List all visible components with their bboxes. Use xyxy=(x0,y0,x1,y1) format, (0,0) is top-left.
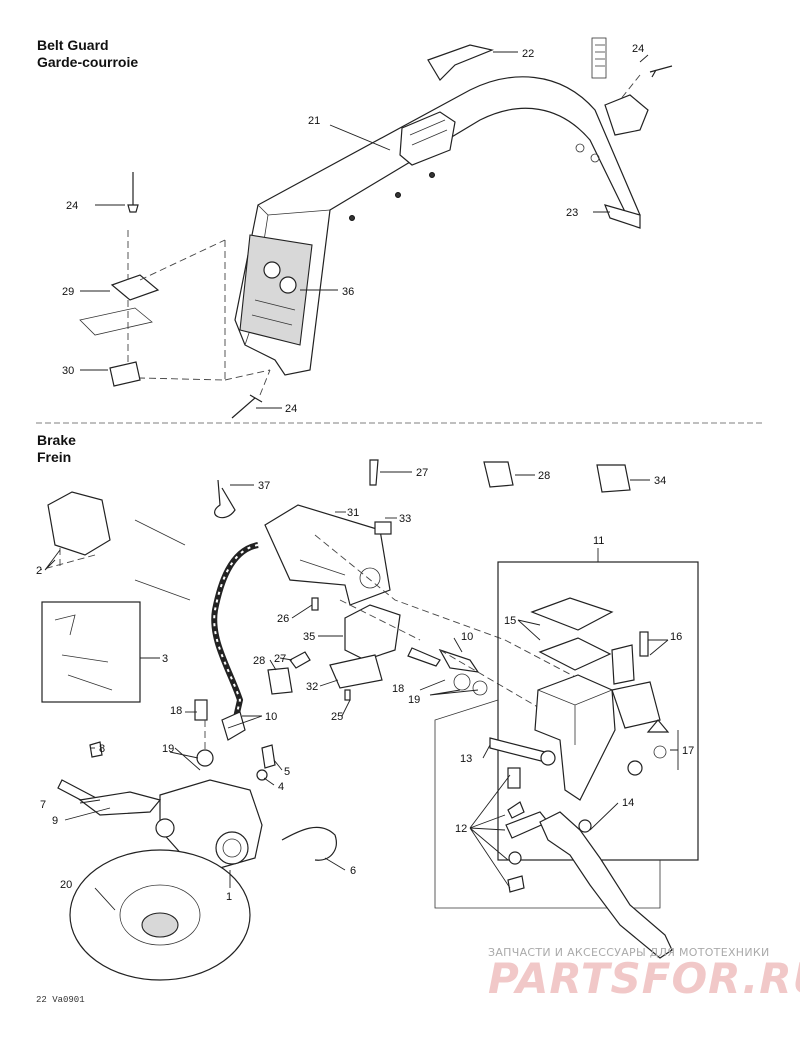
callout-3: 3 xyxy=(162,653,168,665)
callout-15: 15 xyxy=(504,615,516,627)
callout-7: 7 xyxy=(40,799,46,811)
title-brake-fr: Frein xyxy=(37,449,72,465)
housing-31 xyxy=(264,504,391,606)
callout-34: 34 xyxy=(654,475,666,487)
bracket-top-right xyxy=(604,94,649,136)
brake-hose xyxy=(211,542,259,736)
brake-assembly xyxy=(39,459,699,981)
callout-5: 5 xyxy=(284,766,290,778)
title-brake-en: Brake xyxy=(37,432,76,448)
nut-14 xyxy=(578,819,592,833)
bracket-2 xyxy=(47,491,111,556)
callout-18-top: 18 xyxy=(392,683,404,695)
cable-tie-37 xyxy=(214,479,236,519)
section-title-belt-guard: Belt Guard Garde-courroie xyxy=(37,37,138,71)
callout-leaders xyxy=(44,51,679,911)
callout-11: 11 xyxy=(593,535,604,547)
callout-4: 4 xyxy=(278,781,284,793)
callout-24-top: 24 xyxy=(632,43,644,55)
washer-19-top xyxy=(453,673,471,691)
belt-guard-assembly xyxy=(79,37,673,419)
clip-27-left xyxy=(289,651,311,669)
bracket-29 xyxy=(110,274,160,301)
connector-28-left xyxy=(267,667,293,695)
callout-28-left: 28 xyxy=(253,655,265,667)
figure-code: 22 Va0901 xyxy=(36,995,85,1005)
bracket-9 xyxy=(78,791,162,816)
callout-31: 31 xyxy=(347,507,359,519)
bracket-32 xyxy=(329,654,383,689)
callout-23: 23 xyxy=(566,207,578,219)
rivet-24-top xyxy=(649,65,673,78)
callout-19-top: 19 xyxy=(408,694,420,706)
callout-17: 17 xyxy=(682,745,694,757)
bleeder-5 xyxy=(261,744,276,769)
watermark-tagline: ЗАПЧАСТИ И АКСЕССУАРЫ ДЛЯ МОТОТЕХНИКИ xyxy=(488,946,770,959)
connector-28-top xyxy=(483,461,514,488)
decal-33 xyxy=(374,521,392,535)
reservoir-cover-15 xyxy=(530,597,614,631)
kit-box-3 xyxy=(41,601,141,703)
banjo-fitting-10 xyxy=(438,648,480,673)
callout-21: 21 xyxy=(308,115,320,127)
bracket-23 xyxy=(604,204,641,229)
callout-24-left: 24 xyxy=(66,200,78,212)
callout-18-lower: 18 xyxy=(170,705,182,717)
callout-22: 22 xyxy=(522,48,534,60)
cap-4 xyxy=(256,769,268,781)
switch-35 xyxy=(344,604,401,661)
callout-20: 20 xyxy=(60,879,72,891)
callout-6: 6 xyxy=(350,865,356,877)
callout-1: 1 xyxy=(226,891,232,903)
callout-27-top: 27 xyxy=(416,467,428,479)
callout-19-lower: 19 xyxy=(162,743,174,755)
plate-30 xyxy=(109,361,141,387)
decal-22 xyxy=(427,44,494,81)
clamp-16 xyxy=(611,681,661,729)
rivet-24-bottom xyxy=(231,394,263,419)
callout-10-lower: 10 xyxy=(265,711,277,723)
screw-25 xyxy=(344,689,351,701)
callout-25: 25 xyxy=(331,711,343,723)
callout-35: 35 xyxy=(303,631,315,643)
callout-labels: 22 24 21 24 23 29 36 30 24 37 27 28 34 2… xyxy=(36,43,694,903)
callout-30: 30 xyxy=(62,365,74,377)
nut-8 xyxy=(89,741,103,758)
callout-36: 36 xyxy=(342,286,354,298)
title-belt-guard-en: Belt Guard xyxy=(37,37,109,53)
callout-24-bottom: 24 xyxy=(285,403,297,415)
callout-29: 29 xyxy=(62,286,74,298)
callout-32: 32 xyxy=(306,681,318,693)
brake-lever xyxy=(539,811,673,959)
callout-12: 12 xyxy=(455,823,467,835)
callout-2: 2 xyxy=(36,565,42,577)
bolt-18-lower xyxy=(194,699,208,721)
connector-34 xyxy=(596,464,631,493)
wire-clip-6 xyxy=(281,826,337,861)
section-title-brake: Brake Frein xyxy=(37,432,76,466)
callout-8: 8 xyxy=(99,743,105,755)
callout-9: 9 xyxy=(52,815,58,827)
title-belt-guard-fr: Garde-courroie xyxy=(37,54,139,70)
ring-17 xyxy=(627,760,643,776)
callout-10-top: 10 xyxy=(461,631,473,643)
rivet-24-left xyxy=(127,172,139,213)
callout-28-top: 28 xyxy=(538,470,550,482)
clip-27-top xyxy=(369,459,379,486)
callout-33: 33 xyxy=(399,513,411,525)
callout-14: 14 xyxy=(622,797,634,809)
guard-decal-36 xyxy=(239,234,313,346)
callout-27-left: 27 xyxy=(274,653,286,665)
callout-26: 26 xyxy=(277,613,289,625)
washer-19-lower xyxy=(196,749,214,767)
callout-13: 13 xyxy=(460,753,472,765)
screw-26 xyxy=(311,597,319,611)
watermark-logo: PARTSFOR.RU xyxy=(488,954,800,1003)
callout-16: 16 xyxy=(670,631,682,643)
pivot-bolt-12 xyxy=(507,767,521,789)
callout-37: 37 xyxy=(258,480,270,492)
bolt-18-top xyxy=(407,647,441,667)
